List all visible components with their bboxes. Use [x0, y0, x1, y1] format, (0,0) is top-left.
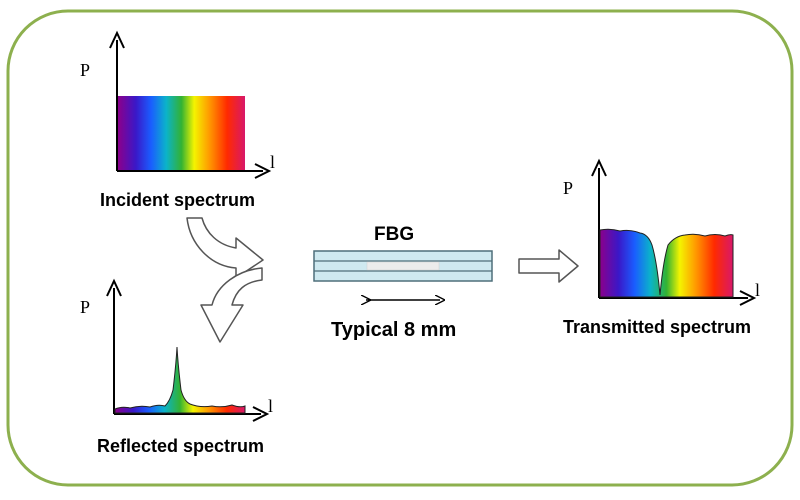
transmitted-axis-p: P: [563, 178, 573, 198]
fbg-to-reflected-arrow: [200, 267, 263, 343]
incident-spectrum-plot: P l Incident spectrum: [80, 30, 275, 210]
reflected-axis-l: l: [268, 396, 273, 416]
transmitted-x-axis-arrow: [739, 290, 757, 306]
transmitted-axis-l: l: [755, 280, 760, 300]
transmitted-spectrum-curve: [599, 228, 734, 298]
transmitted-spectrum-label: Transmitted spectrum: [563, 317, 751, 337]
reflected-spectrum-label: Reflected spectrum: [97, 436, 264, 456]
bragg-grating: [366, 261, 440, 271]
reflected-spectrum-plot: P l Reflected spectrum: [80, 278, 273, 456]
fbg-fiber: FBG: [313, 224, 493, 282]
incident-spectrum-label: Incident spectrum: [100, 190, 255, 210]
reflected-y-axis-arrow: [106, 278, 122, 297]
incident-axis-l: l: [270, 152, 275, 172]
reflected-x-axis-arrow: [252, 406, 270, 422]
fbg-length-label: Typical 8 mm: [331, 319, 456, 341]
incident-axis-p: P: [80, 60, 90, 80]
transmitted-y-axis-arrow: [591, 158, 607, 177]
fbg-title: FBG: [374, 224, 414, 245]
reflected-spectrum-curve: [114, 346, 246, 414]
reflected-axis-p: P: [80, 297, 90, 317]
incident-spectrum-band: [118, 96, 245, 170]
incident-y-axis-arrow: [109, 30, 125, 49]
grating-length-indicator: Typical 8 mm: [331, 300, 456, 341]
incident-to-fbg-arrow: [186, 217, 264, 279]
transmitted-spectrum-plot: P l Transmitted spectrum: [563, 158, 760, 337]
incident-x-axis-arrow: [254, 163, 272, 179]
fbg-to-transmitted-arrow: [518, 249, 579, 283]
